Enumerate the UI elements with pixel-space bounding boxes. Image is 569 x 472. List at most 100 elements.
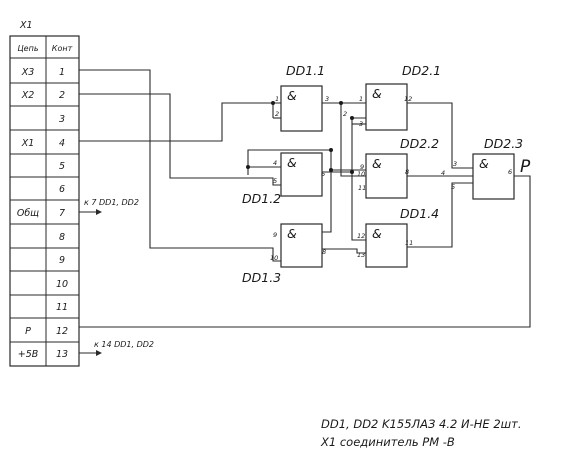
wire-output-p: [79, 175, 531, 328]
row-contact: 7: [59, 208, 65, 219]
row-contact: 6: [59, 184, 65, 195]
junction-dot: [329, 168, 333, 172]
wire-contact1: [79, 69, 281, 262]
gnd-arrow: [96, 209, 102, 215]
footer-line-2: X1 соединитель РМ -В: [320, 435, 455, 449]
connector-x1-table: X1 Цепь Конт X3 1 X2 2 3 X1 4 5 6 Общ 7 …: [9, 20, 80, 367]
row-chain: X2: [21, 90, 35, 101]
row-chain: X1: [21, 138, 35, 149]
gate-symbol: &: [287, 88, 297, 103]
vcc-arrow: [96, 350, 102, 356]
junction-dot: [350, 170, 354, 174]
row-contact: 2: [59, 90, 65, 101]
gate-label: DD2.3: [484, 136, 523, 151]
gate-label: DD1.1: [286, 63, 325, 78]
pin-number: 11: [405, 239, 413, 247]
row-contact: 13: [56, 349, 68, 360]
gate-label: DD1.3: [242, 270, 281, 285]
row-contact: 5: [59, 161, 65, 172]
vcc-note: к 14 DD1, DD2: [94, 340, 154, 349]
gate-symbol: &: [287, 226, 297, 241]
pin-number: 12: [404, 95, 412, 103]
gate-symbol: &: [372, 156, 382, 171]
gate-body: [365, 223, 408, 268]
pin-number: 5: [451, 183, 455, 191]
row-chain: P: [25, 326, 31, 337]
gate-body: [365, 83, 408, 131]
pin-number: 1: [275, 95, 279, 103]
row-contact: 4: [59, 138, 65, 149]
row-chain: X3: [21, 67, 35, 78]
pin-number: 9: [360, 163, 364, 171]
pin-number: 5: [273, 177, 277, 185]
pin-number: 2: [343, 110, 347, 118]
pin-number: 6: [508, 168, 512, 176]
gate-dd2-2: & DD2.2 9 10 11 8: [357, 136, 439, 199]
gate-dd2-1: & DD2.1 1 2 3 12: [343, 63, 441, 131]
junction-dot: [271, 101, 275, 105]
row-contact: 9: [59, 255, 65, 266]
connector-table-frame: [9, 35, 80, 367]
row-contact: 8: [59, 232, 65, 243]
pin-number: 2: [275, 110, 279, 118]
gate-body: [280, 152, 323, 197]
wire-dd14-out: [407, 182, 473, 248]
row-contact: 1: [59, 67, 65, 78]
pin-number: 11: [358, 184, 366, 192]
row-chain: Общ: [17, 208, 39, 219]
gate-dd1-4: & DD1.4 12 13 11: [357, 206, 439, 268]
gnd-note: к 7 DD1, DD2: [84, 198, 139, 207]
gate-body: [365, 153, 408, 199]
row-contact: 11: [56, 302, 68, 313]
connector-designator: X1: [19, 20, 33, 31]
pin-number: 10: [357, 170, 365, 178]
pin-number: 6: [321, 170, 325, 178]
wire-contact4: [79, 102, 281, 142]
wire-dd12-to-dd14: [351, 172, 366, 241]
pin-number: 8: [322, 248, 326, 256]
pin-number: 13: [357, 251, 365, 259]
pin-number: 4: [273, 159, 277, 167]
pin-number: 10: [270, 254, 278, 262]
wire-dd12-out: [322, 117, 366, 173]
gate-body: [280, 85, 323, 132]
row-contact: 3: [59, 114, 65, 125]
junction-dot: [339, 101, 343, 105]
output-label-p: P: [520, 157, 531, 177]
header-contact: Конт: [52, 44, 73, 53]
pin-number: 3: [453, 160, 457, 168]
gate-label: DD1.2: [242, 191, 281, 206]
pin-number: 12: [357, 232, 365, 240]
wire-dd21-out: [407, 102, 473, 169]
wire-dd11-to-dd22: [340, 103, 366, 177]
footer-line-1: DD1, DD2 K155ЛАЗ 4.2 И-НЕ 2шт.: [321, 417, 522, 431]
wire-dd13-out: [322, 248, 366, 254]
gate-label: DD2.2: [400, 136, 439, 151]
junction-dot: [329, 148, 333, 152]
gate-dd2-3: & DD2.3 3 4 5 6: [441, 136, 523, 200]
gate-symbol: &: [287, 155, 297, 170]
gate-symbol: &: [372, 86, 382, 101]
gate-label: DD2.1: [402, 63, 441, 78]
header-chain: Цепь: [17, 44, 38, 53]
gate-label: DD1.4: [400, 206, 439, 221]
pin-number: 1: [359, 95, 363, 103]
pin-number: 3: [325, 95, 329, 103]
pin-number: 3: [359, 120, 363, 128]
pin-number: 8: [405, 168, 409, 176]
row-contact: 10: [56, 279, 68, 290]
gate-dd1-1: & DD1.1 1 2 3: [275, 63, 329, 132]
row-chain: +5B: [18, 349, 39, 360]
pin-number: 9: [273, 231, 277, 239]
gate-dd1-3: & DD1.3 9 10 8: [242, 223, 326, 285]
gate-symbol: &: [372, 226, 382, 241]
gate-body: [280, 223, 323, 268]
wire-contact2: [79, 93, 281, 186]
gate-body: [472, 153, 515, 200]
gate-symbol: &: [479, 156, 489, 171]
gate-dd1-2: & DD1.2 4 5 6: [242, 152, 325, 206]
pin-number: 4: [441, 169, 445, 177]
junction-dot: [246, 165, 250, 169]
row-contact: 12: [56, 326, 68, 337]
